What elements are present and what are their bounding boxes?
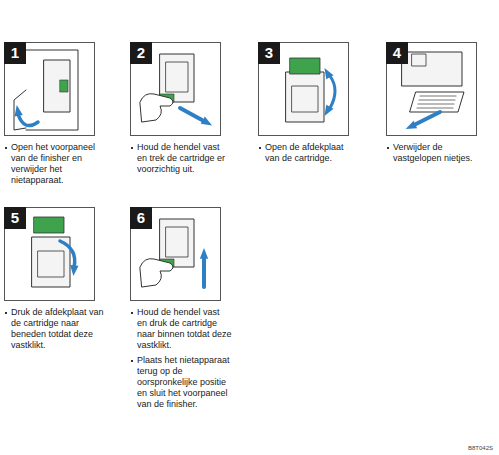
panel-frame (5, 43, 95, 136)
caption-text: Open de afdekplaat van de cartridge. (265, 142, 344, 163)
step-caption: Houd de hendel vast en trek de cartridge… (130, 142, 232, 175)
step-caption: Druk de afdekplaat van de cartridge naar… (4, 307, 106, 351)
bullet-dot (131, 360, 133, 362)
caption-text: Druk de afdekplaat van de cartridge naar… (11, 307, 104, 350)
drawing-part (34, 217, 64, 233)
caption-text: Houd de hendel vast en trek de cartridge… (137, 142, 225, 174)
step-number: 4 (386, 42, 408, 64)
bullet-dot (5, 312, 7, 314)
panel-frame (131, 43, 221, 136)
step-panel: 4Verwijder de vastgelopen nietjes. (386, 42, 488, 166)
panel-frame (5, 208, 95, 301)
caption-list: Druk de afdekplaat van de cartridge naar… (4, 307, 106, 351)
caption-list: Open het voorpaneel van de finisher en v… (4, 142, 106, 186)
step-caption: Open het voorpaneel van de finisher en v… (4, 142, 106, 186)
drawing-part (70, 265, 78, 276)
drawing-part (200, 248, 208, 259)
caption-text: Verwijder de vastgelopen nietjes. (393, 142, 473, 163)
drawing-part (160, 54, 194, 102)
caption-text: Plaats het nietapparaat terug op de oors… (137, 355, 230, 409)
step-number: 5 (4, 207, 26, 229)
caption-list: Verwijder de vastgelopen nietjes. (386, 142, 488, 164)
step-caption: Verwijder de vastgelopen nietjes. (386, 142, 488, 164)
drawing-part (201, 117, 212, 126)
drawing-part (410, 92, 464, 112)
step-number: 2 (130, 42, 152, 64)
step-caption: Plaats het nietapparaat terug op de oors… (130, 355, 232, 410)
caption-list: Open de afdekplaat van de cartridge. (258, 142, 360, 164)
drawing-part (15, 105, 23, 116)
step-number: 1 (4, 42, 26, 64)
step-panel: 1Open het voorpaneel van de finisher en … (4, 42, 106, 188)
step-panel: 2Houd de hendel vast en trek de cartridg… (130, 42, 232, 177)
caption-list: Houd de hendel vast en trek de cartridge… (130, 142, 232, 175)
drawing-part (26, 50, 78, 130)
drawing-part (292, 86, 318, 112)
bullet-dot (131, 312, 133, 314)
drawing-part (325, 68, 334, 79)
drawing-part (60, 80, 68, 92)
drawing-part (166, 62, 188, 92)
drawing-part (140, 94, 173, 122)
drawing-part (180, 108, 202, 120)
drawing-part (60, 241, 75, 267)
drawing-part (202, 259, 206, 287)
step-number: 3 (258, 42, 280, 64)
step-panel: 5Druk de afdekplaat van de cartridge naa… (4, 207, 106, 353)
drawing-part (286, 72, 324, 122)
bullet-dot (259, 147, 261, 149)
drawing-part (406, 121, 417, 129)
step-panel: 6Houd de hendel vast en druk de cartridg… (130, 207, 232, 412)
bullet-dot (5, 147, 7, 149)
bullet-dot (387, 147, 389, 149)
panel-frame (131, 208, 221, 301)
step-caption: Open de afdekplaat van de cartridge. (258, 142, 360, 164)
drawing-part (330, 76, 335, 108)
step-panel: 3Open de afdekplaat van de cartridge. (258, 42, 360, 166)
drawing-part (290, 58, 320, 74)
panel-frame (387, 43, 477, 136)
caption-text: Open het voorpaneel van de finisher en v… (11, 142, 95, 185)
panel-frame (259, 43, 349, 136)
drawing-part (402, 52, 462, 86)
drawing-part (140, 259, 173, 287)
document-code: B8T042S (468, 445, 493, 451)
drawing-part (325, 105, 334, 116)
drawing-part (18, 114, 38, 126)
drawing-part (44, 60, 70, 112)
step-caption: Houd de hendel vast en druk de cartridge… (130, 307, 232, 351)
drawing-part (417, 96, 456, 108)
caption-list: Houd de hendel vast en druk de cartridge… (130, 307, 232, 410)
drawing-part (160, 219, 194, 267)
step-number: 6 (130, 207, 152, 229)
caption-text: Houd de hendel vast en druk de cartridge… (137, 307, 232, 350)
drawing-part (416, 112, 440, 124)
bullet-dot (131, 147, 133, 149)
drawing-part (412, 54, 426, 66)
drawing-part (38, 251, 64, 277)
drawing-part (166, 227, 188, 257)
